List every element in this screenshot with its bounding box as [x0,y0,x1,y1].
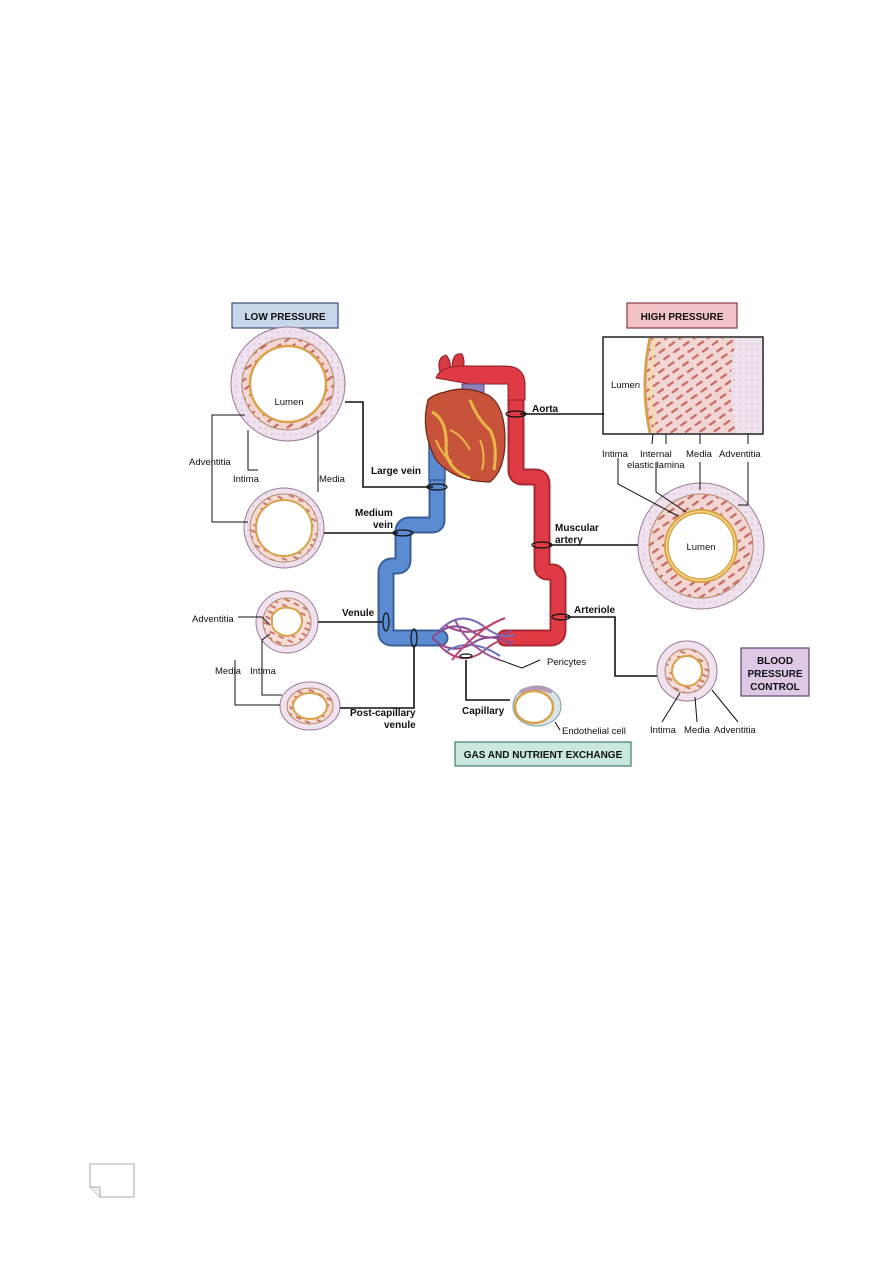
capillary-bed [431,617,516,661]
muscular-artery-cross-section: Lumen [637,482,765,610]
aorta-wall-section: Lumen [602,336,764,435]
venule-label: Venule [342,608,375,619]
intima-label-arteriole: Intima [650,725,677,736]
aorta-label: Aorta [532,404,559,415]
post-capillary-label-2: venule [384,720,416,731]
layer-labels: Adventitia Intima Media Adventitia Media… [189,449,761,736]
high-pressure-label: HIGH PRESSURE [641,312,724,323]
media-label-aorta: Media [686,449,713,460]
bp-control-line-2: PRESSURE [747,669,802,680]
lumen-label-large-vein: Lumen [274,397,303,408]
adventitia-label-arteriole: Adventitia [714,725,756,736]
muscular-artery-label-1: Muscular [555,523,599,534]
high-pressure-box: HIGH PRESSURE [626,302,738,329]
endothelial-cell-label: Endothelial cell [562,726,626,737]
post-capillary-venule-cross-section [279,681,341,731]
lumen-label-muscular-artery: Lumen [686,542,715,553]
gas-exchange-box: GAS AND NUTRIENT EXCHANGE [454,741,632,767]
medium-vein-label-1: Medium [355,508,393,519]
large-vein-cross-section: Lumen [230,326,346,442]
arteriole-cross-section [656,640,718,702]
internal-elastic-lamina-label-1: Internal [640,449,672,460]
lumen-label-aorta: Lumen [611,380,640,391]
low-pressure-box: LOW PRESSURE [231,302,339,329]
media-label-vein: Media [319,474,346,485]
bp-control-line-1: BLOOD [757,656,793,667]
vessel-labels: Large vein Medium vein Venule Post-capil… [342,404,626,737]
capillary-label: Capillary [462,706,505,717]
adventitia-label-aorta: Adventitia [719,449,761,460]
post-capillary-label-1: Post-capillary [350,708,416,719]
medium-vein-label-2: vein [373,520,393,531]
vessel-ring-markers [382,410,571,659]
arterial-path [496,386,567,647]
low-pressure-label: LOW PRESSURE [244,312,325,323]
blood-pressure-control-box: BLOOD PRESSURE CONTROL [740,647,810,697]
intima-label-aorta: Intima [602,449,629,460]
media-label-arteriole: Media [684,725,711,736]
muscular-artery-label-2: artery [555,535,583,546]
intima-label-vein: Intima [233,474,260,485]
leader-lines [211,401,749,731]
large-vein-label: Large vein [371,466,421,477]
intima-label-venule: Intima [250,666,277,677]
gas-exchange-label: GAS AND NUTRIENT EXCHANGE [464,750,623,761]
page-corner-icon [89,1163,135,1198]
pericytes-label: Pericytes [547,657,586,668]
internal-elastic-lamina-label-2: elastic lamina [627,460,685,471]
bp-control-line-3: CONTROL [750,682,799,693]
capillary-cross-section [512,685,562,727]
adventitia-label-vein: Adventitia [189,457,231,468]
media-label-venule: Media [215,666,242,677]
adventitia-label-venule: Adventitia [192,614,234,625]
medium-vein-cross-section [243,487,325,569]
arteriole-label: Arteriole [574,605,616,616]
heart-illustration [424,353,526,483]
venule-cross-section [255,590,319,654]
